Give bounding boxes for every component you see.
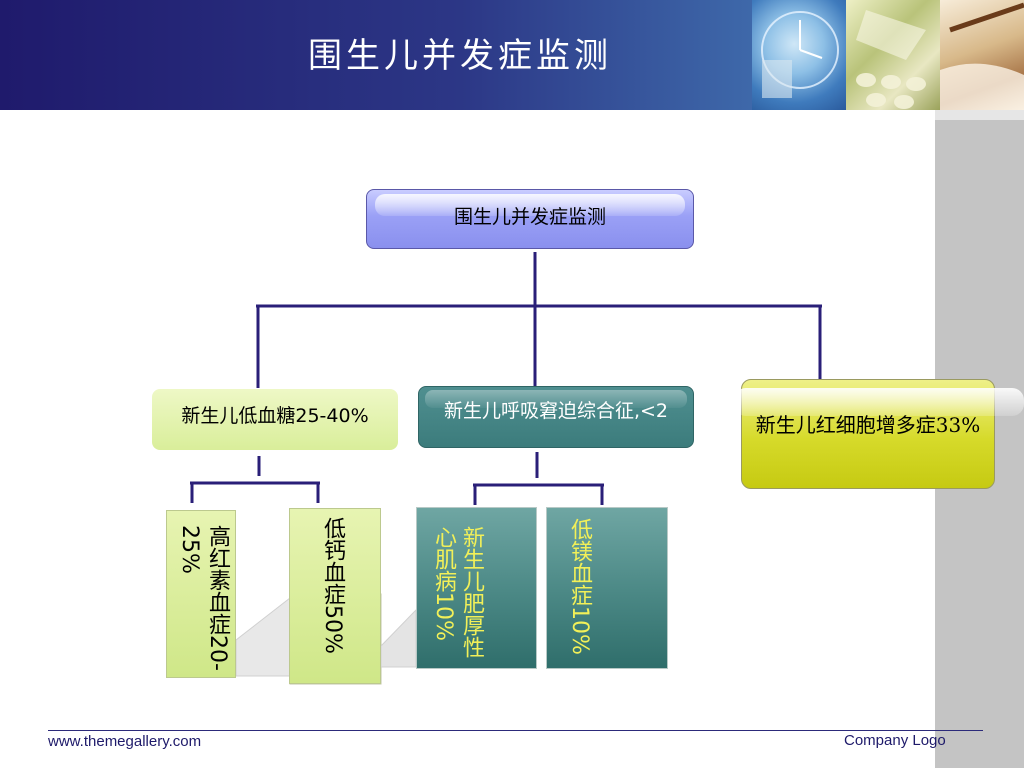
gloss-highlight [375, 194, 685, 216]
root-node: 围生儿并发症监测 [366, 189, 694, 249]
clock-illustration [761, 11, 839, 98]
leaf-hypocalcemia-label: 低钙血症50% [320, 517, 345, 654]
clock-photo [752, 0, 846, 110]
node-respiratory-distress: 新生儿呼吸窘迫综合征,<2 [418, 386, 694, 448]
node-hypoglycemia: 新生儿低血糖25-40% [152, 389, 398, 450]
pen-photo [940, 0, 1024, 110]
gloss-highlight [425, 390, 687, 408]
node-polycythemia-label: 新生儿红细胞增多症33% [755, 413, 981, 437]
leaf-hypocalcemia: 低钙血症50% [289, 508, 381, 684]
leaf-hypomagnesemia: 低镁血症10% [546, 507, 668, 669]
leaf-hyperbilirubinemia: 高红素血症20-25% [166, 510, 236, 678]
pen-illustration [940, 2, 1024, 110]
footer-divider [48, 730, 983, 731]
footer-url-link[interactable]: www.themegallery.com [48, 733, 202, 750]
leaf-hypomagnesemia-label: 低镁血症10% [567, 518, 592, 655]
node-respiratory-distress-label: 新生儿呼吸窘迫综合征,<2 [443, 400, 669, 422]
leaf-hyperbilirubinemia-label: 高红素血症20-25% [177, 525, 230, 671]
leaf-cardiomyopathy: 新生儿肥厚性心肌病10% [416, 507, 537, 669]
root-node-label: 围生儿并发症监测 [453, 206, 606, 228]
calculator-illustration [856, 10, 926, 109]
gloss-highlight [734, 388, 1024, 416]
calculator-photo [846, 0, 940, 110]
side-strip-highlight [935, 110, 1024, 120]
node-polycythemia: 新生儿红细胞增多症33% [734, 379, 1024, 489]
leaf-cardiomyopathy-label: 新生儿肥厚性心肌病10% [431, 526, 484, 658]
node-hypoglycemia-label: 新生儿低血糖25-40% [181, 405, 369, 427]
page-title: 围生儿并发症监测 [308, 36, 612, 76]
company-logo: Company Logo [844, 732, 946, 749]
